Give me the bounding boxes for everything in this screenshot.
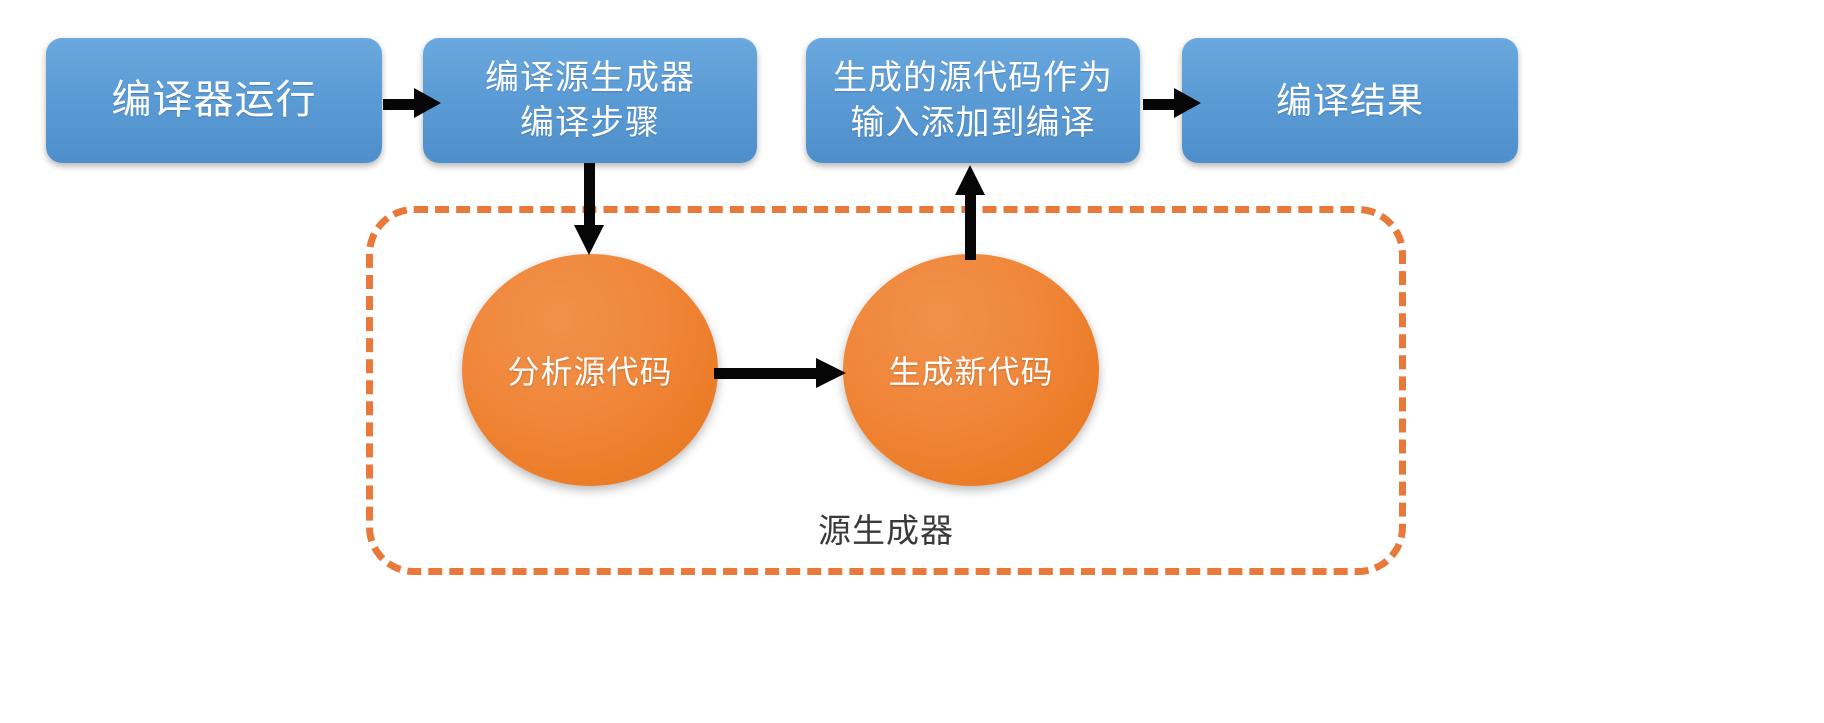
process-box-generated-source[interactable]: 生成的源代码作为 输入添加到编译 [806,38,1140,163]
arrow-shaft [965,193,976,260]
process-box-compile-generator-label: 编译源生成器 编译步骤 [485,58,695,142]
process-box-generated-source-label: 生成的源代码作为 输入添加到编译 [833,58,1113,142]
source-generator-group-box [366,206,1406,575]
arrow-head [574,225,604,255]
arrow-shaft [584,163,595,229]
process-box-compiler-run-label: 编译器运行 [111,78,317,123]
process-box-compile-result-label: 编译结果 [1275,79,1424,121]
process-box-compile-result[interactable]: 编译结果 [1182,38,1518,163]
arrow-shaft [714,368,821,379]
arrow-head [1174,88,1201,118]
source-generator-group-label: 源生成器 [818,512,954,549]
node-analyze-source-label: 分析源代码 [507,354,673,390]
arrow-right-icon-run-to-generator [383,88,441,118]
arrow-head [414,88,441,118]
node-generate-code[interactable]: 生成新代码 [843,254,1099,486]
node-analyze-source[interactable]: 分析源代码 [462,254,718,486]
arrow-shaft [1143,99,1179,110]
arrow-head [955,165,985,195]
arrow-head [816,358,846,388]
arrow-shaft [383,99,419,110]
arrow-right-icon-source-to-result [1143,88,1201,118]
arrow-right-icon-analyze-to-generate [714,358,847,388]
process-box-compile-generator[interactable]: 编译源生成器 编译步骤 [423,38,757,163]
process-box-compiler-run[interactable]: 编译器运行 [46,38,382,163]
arrow-down-icon-generator-to-analyze [574,163,604,258]
node-generate-code-label: 生成新代码 [888,354,1054,390]
arrow-up-icon-generate-to-source [955,165,985,260]
